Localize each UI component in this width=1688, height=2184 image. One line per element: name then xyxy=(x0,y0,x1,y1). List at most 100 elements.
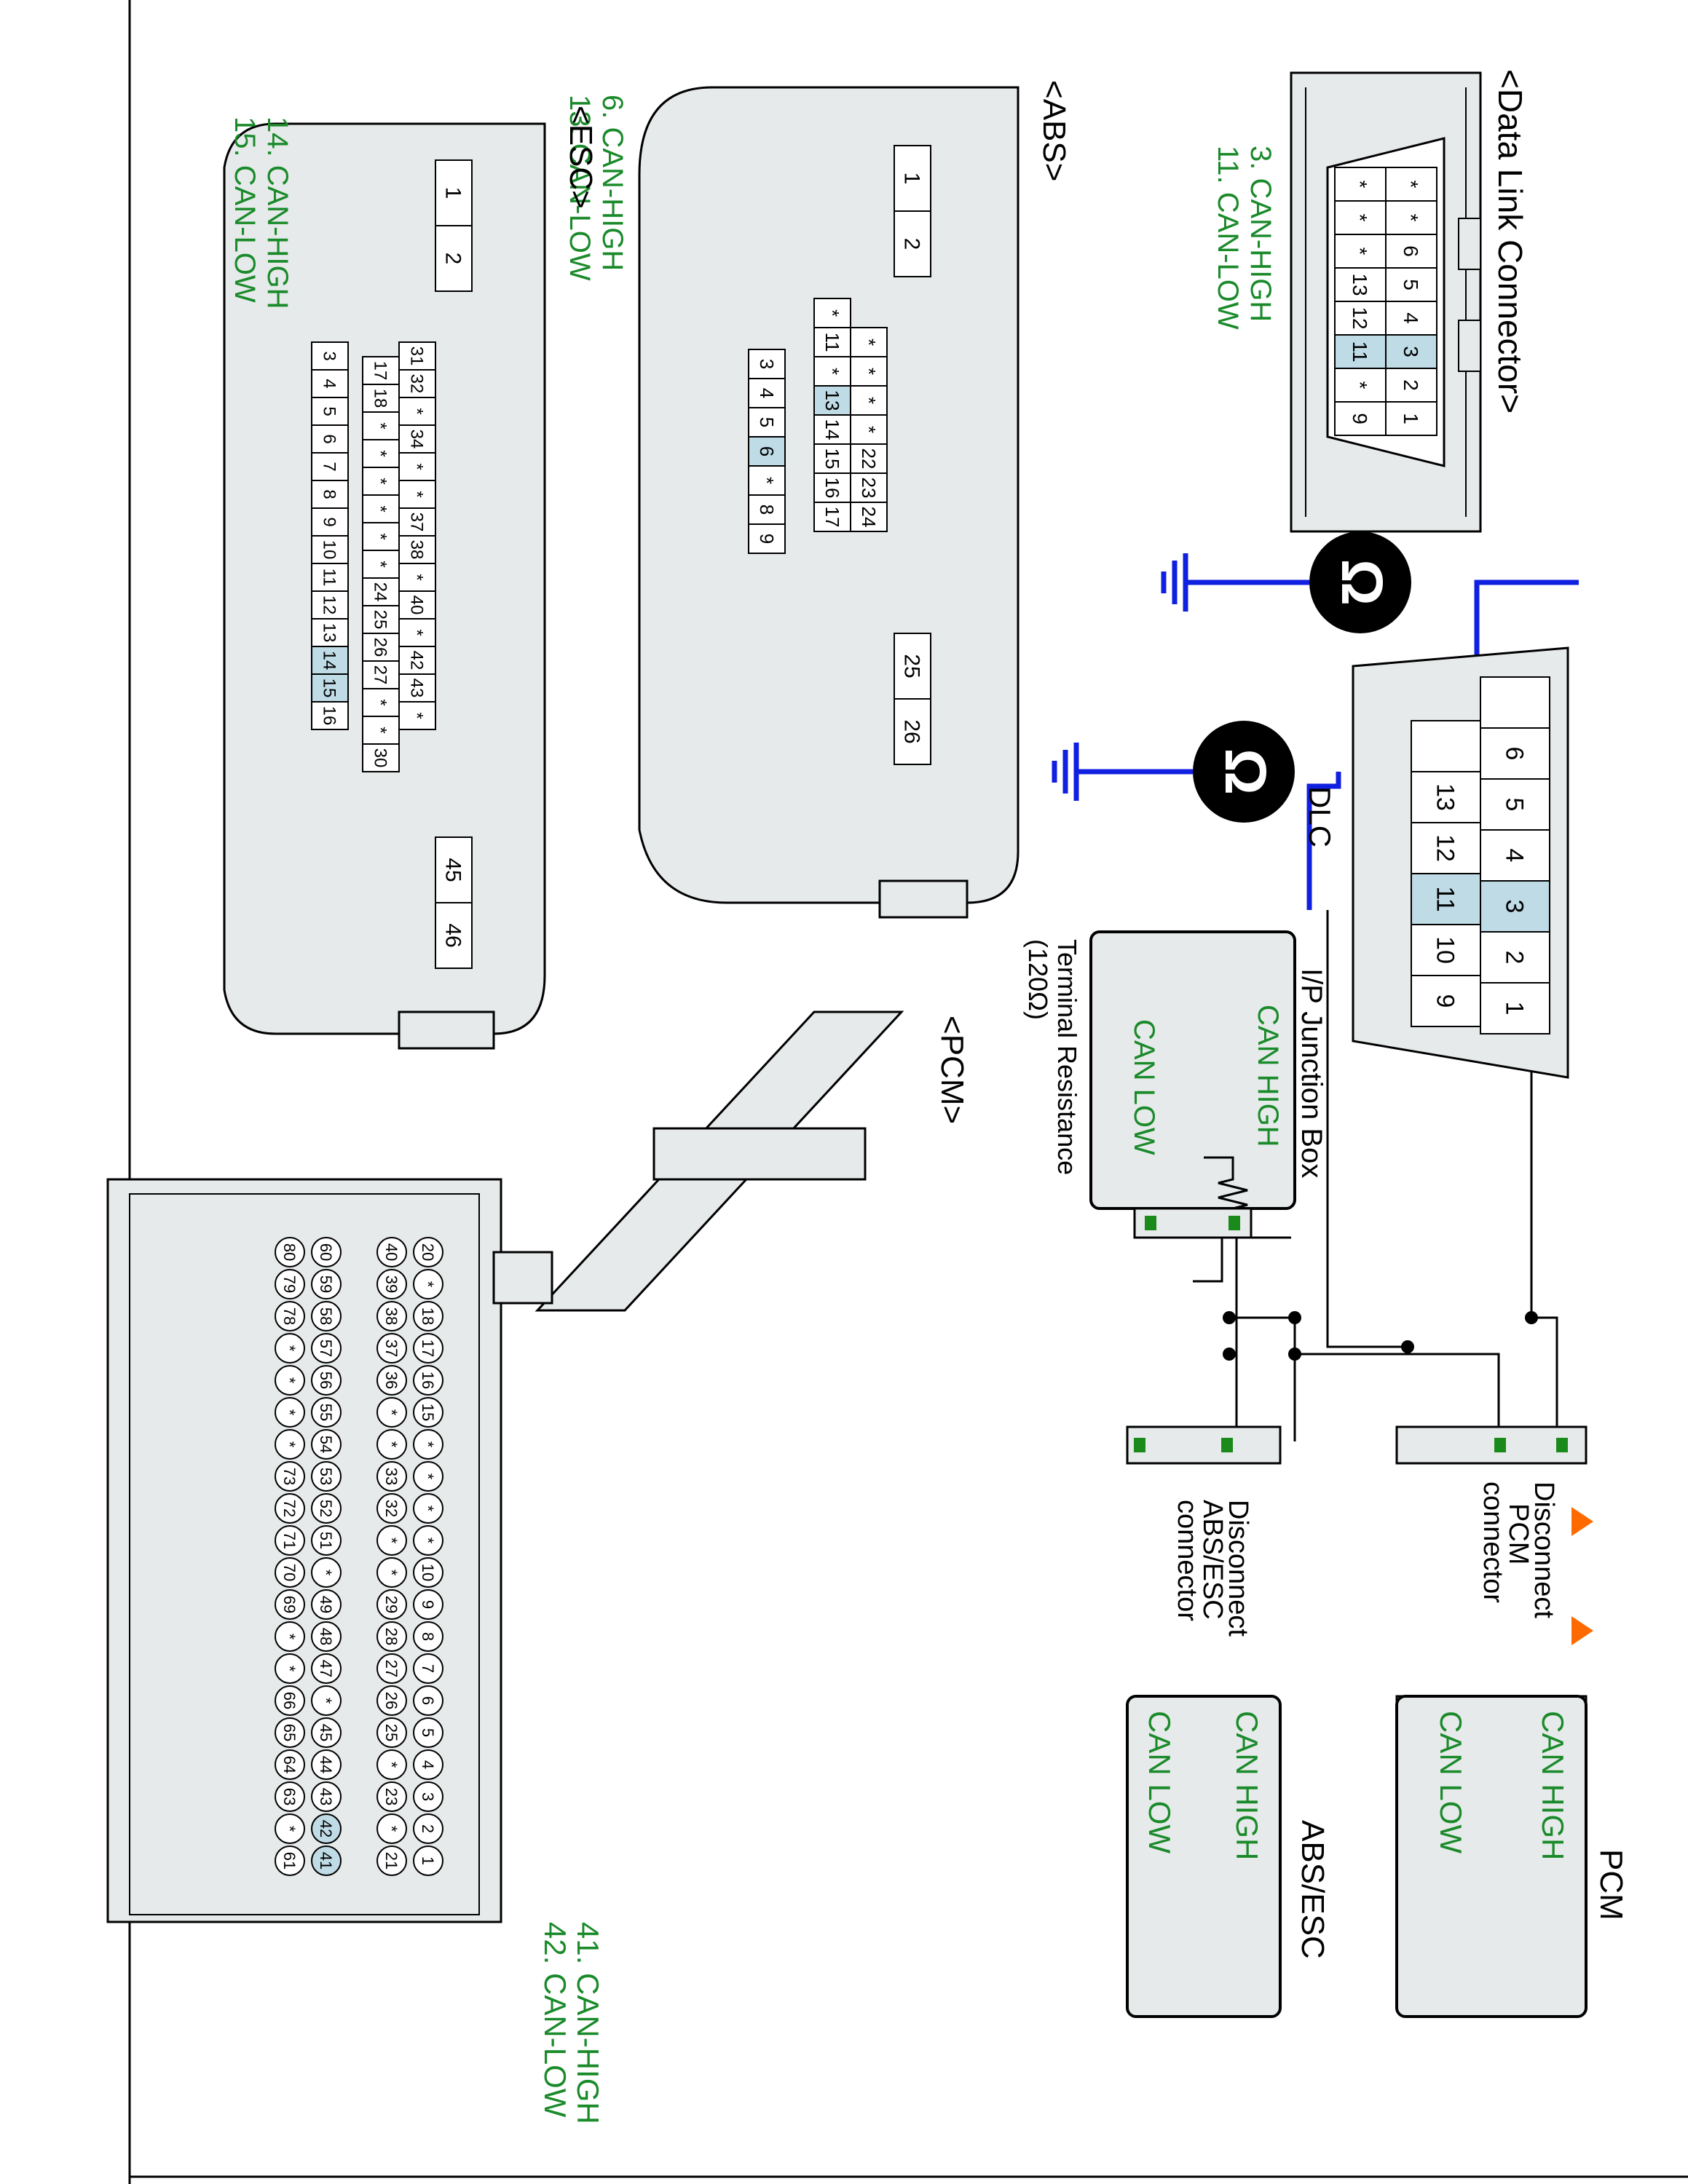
abs-pin: 17 xyxy=(821,507,843,528)
pcm-pin-circle xyxy=(311,1333,342,1364)
pcm-pin: * xyxy=(317,1698,335,1704)
pcm-pin-circle xyxy=(413,1557,443,1588)
pcm-pin-circle xyxy=(376,1589,407,1620)
pcm-pin: 32 xyxy=(382,1500,401,1517)
pcm-pin-circle xyxy=(311,1493,342,1524)
pcm-pin: 18 xyxy=(419,1307,437,1325)
pcm-pin-circle xyxy=(376,1525,407,1556)
dlc-pin: 1 xyxy=(1400,413,1422,424)
pcm-pin-field: 20*18171615****109876543214039383736**33… xyxy=(275,1237,443,1876)
pcm-pin: * xyxy=(382,1762,401,1768)
pcm-pin: 59 xyxy=(317,1275,335,1293)
abs-pin-cell xyxy=(894,210,931,277)
pcm-pin: * xyxy=(280,1634,299,1640)
esc-pin: 34 xyxy=(407,430,427,449)
pcm-module-can-high: CAN HIGH xyxy=(1536,1711,1570,1860)
abs-pin: 6 xyxy=(756,446,778,456)
pcm-pin-circle xyxy=(275,1301,305,1332)
pcm-pin: * xyxy=(280,1826,299,1832)
pcm-pin: * xyxy=(280,1409,299,1416)
pcm-pin-circle xyxy=(413,1749,443,1780)
pcm-pin-circle xyxy=(311,1653,342,1684)
esc-connector: <ESC> 12 3132*34**3738*40*4243*1718*****… xyxy=(223,106,599,1050)
pcm-pin: 44 xyxy=(317,1756,335,1773)
pcm-pin: 42 xyxy=(317,1820,335,1837)
dlc-pin: 4 xyxy=(1400,312,1422,324)
dlc-big-pin: 12 xyxy=(1432,834,1459,862)
dlc-label: DLC xyxy=(1303,786,1337,847)
dlc-big-pin: 2 xyxy=(1501,951,1529,965)
esc-pin-block-a: 12 xyxy=(435,159,473,292)
esc-pin: * xyxy=(371,478,390,484)
pcm-pin: 8 xyxy=(419,1632,437,1641)
dlc-big-pin-cell xyxy=(1411,975,1481,1027)
pcm-pin-circle xyxy=(413,1781,443,1812)
pcm-pin: 69 xyxy=(280,1596,299,1613)
esc-pin: 40 xyxy=(407,596,427,615)
pcm-pin-circle xyxy=(413,1397,443,1428)
pcm-pin: 26 xyxy=(382,1692,401,1709)
pcm-pin-circle xyxy=(311,1429,342,1460)
pcm-pin-circle xyxy=(275,1333,305,1364)
pcm-pin: 57 xyxy=(317,1340,335,1357)
pcm-module-can-low: CAN LOW xyxy=(1434,1711,1468,1853)
pcm-pin: 43 xyxy=(317,1788,335,1805)
pcm-pin: 2 xyxy=(419,1824,437,1833)
dlc-big-pin: 5 xyxy=(1501,798,1529,812)
abs-module-title: ABS/ESC xyxy=(1295,1820,1330,1959)
pcm-pin-circle xyxy=(275,1781,305,1812)
pcm-pin: 28 xyxy=(382,1628,401,1645)
esc-pin: 8 xyxy=(320,489,339,499)
pcm-pin-circle xyxy=(413,1845,443,1876)
pcm-pin-circle xyxy=(413,1461,443,1492)
esc-pin: 46 xyxy=(441,923,465,947)
pcm-pin-circle xyxy=(376,1269,407,1299)
dlc-note-can-low: 11. CAN-LOW xyxy=(1212,146,1244,330)
pcm-connector-title: <PCM> xyxy=(934,1016,970,1124)
abs-esc-module: ABS/ESC CAN HIGH CAN LOW xyxy=(1126,1695,1330,2018)
pcm-pin: 40 xyxy=(382,1243,401,1261)
pcm-pin-circle xyxy=(311,1557,342,1588)
pcm-pin: 20 xyxy=(419,1243,437,1261)
esc-pin: 15 xyxy=(320,678,339,698)
pcm-pin-circle xyxy=(275,1525,305,1556)
esc-pin: * xyxy=(371,699,390,705)
pcm-pin-circle xyxy=(376,1781,407,1812)
pcm-pin: 47 xyxy=(317,1660,335,1677)
pcm-pin: 49 xyxy=(317,1596,335,1613)
ip-junction-box: I/P Junction Box Terminal Resistance (12… xyxy=(1023,930,1328,1239)
esc-pin-grid: 3132*34**3738*40*4243*1718******24252627… xyxy=(362,341,436,772)
pcm-pin: * xyxy=(280,1666,299,1672)
pcm-pin-circle xyxy=(413,1685,443,1716)
abs-pin: 13 xyxy=(821,390,843,411)
abs-pin-cell xyxy=(813,502,851,532)
pcm-pin: 36 xyxy=(382,1372,401,1389)
pcm-pin: * xyxy=(280,1441,299,1448)
pcm-module: PCM CAN HIGH CAN LOW xyxy=(1395,1695,1629,2018)
abs-connector-title: <ABS> xyxy=(1036,80,1072,181)
pcm-pin-circle xyxy=(413,1589,443,1620)
dlc-connector-title: <Data Link Connector> xyxy=(1491,69,1529,414)
abs-pin: * xyxy=(858,339,880,346)
abs-pin: * xyxy=(821,309,843,317)
abs-pin: 1 xyxy=(900,173,924,185)
pcm-pin-circle xyxy=(311,1781,342,1812)
pcm-pin: * xyxy=(419,1473,437,1480)
dlc-pin: * xyxy=(1349,181,1371,189)
pcm-pin-circle xyxy=(311,1685,342,1716)
pcm-pin-circle xyxy=(275,1493,305,1524)
pcm-pin-circle xyxy=(311,1397,342,1428)
esc-pin: 1 xyxy=(441,187,465,199)
pcm-pin: 79 xyxy=(280,1275,299,1293)
pcm-pin: 16 xyxy=(419,1372,437,1389)
esc-pin: 6 xyxy=(320,434,339,443)
esc-pin: * xyxy=(371,561,390,567)
abs-module-can-high: CAN HIGH xyxy=(1230,1711,1264,1860)
esc-pin: 30 xyxy=(371,748,390,768)
pcm-pin: 54 xyxy=(317,1436,335,1453)
pcm-pin: 80 xyxy=(280,1243,299,1261)
pcm-pin: 39 xyxy=(382,1275,401,1293)
terminal-resistance-value: (120Ω) xyxy=(1023,939,1053,1020)
